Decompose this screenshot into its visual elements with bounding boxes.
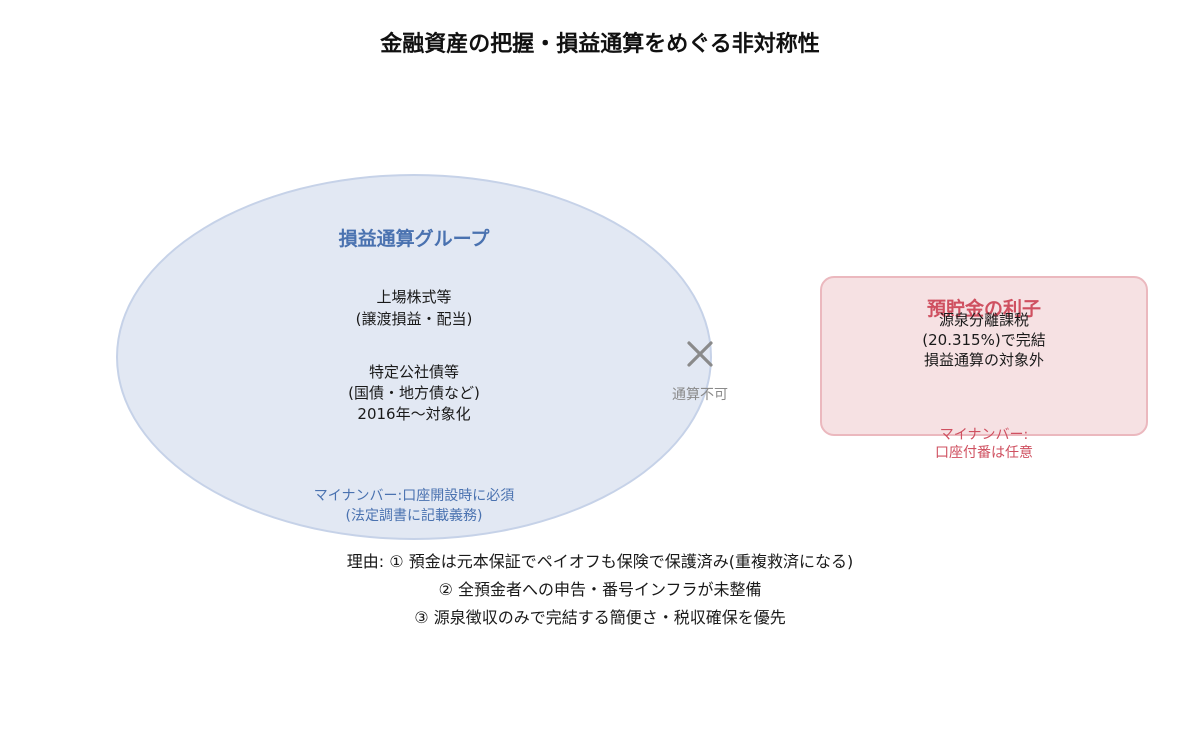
reason-line2: ② 全預金者への申告・番号インフラが未整備 (438, 580, 762, 599)
loss-offset-group-ellipse (116, 174, 712, 540)
specified-bonds-item: 特定公社債等 (国債・地方債など) 2016年〜対象化 (214, 362, 614, 425)
deposit-description: 源泉分離課税 (20.315%)で完結 損益通算の対象外 (834, 310, 1134, 370)
reasons-block: 理由: ① 預金は元本保証でペイオフも保険で保護済み(重複救済になる) ② 全預… (0, 548, 1200, 632)
specified-bonds-line3: 2016年〜対象化 (357, 405, 471, 423)
deposit-title: 預貯金の利子 (926, 298, 1041, 320)
no-offset-label: 通算不可 (672, 387, 728, 403)
cross-icon (687, 341, 713, 367)
specified-bonds-line2: (国債・地方債など) (348, 384, 480, 402)
deposit-desc-line1: 源泉分離課税 (938, 311, 1029, 329)
deposit-mynumber-line2: 口座付番は任意 (935, 445, 1033, 461)
deposit-desc-line2: (20.315%)で完結 (922, 331, 1046, 349)
reason-line3: ③ 源泉徴収のみで完結する簡便さ・税収確保を優先 (414, 608, 786, 627)
group-mynumber-line2: (法定調書に記載義務) (345, 508, 483, 524)
deposit-interest-box (820, 276, 1148, 436)
reason-line1: 理由: ① 預金は元本保証でペイオフも保険で保護済み(重複救済になる) (346, 552, 854, 571)
deposit-desc-line3: 損益通算の対象外 (923, 351, 1044, 369)
group-mynumber-line1: マイナンバー:口座開設時に必須 (313, 488, 515, 504)
group-mynumber-note: マイナンバー:口座開設時に必須 (法定調書に記載義務) (214, 486, 614, 526)
deposit-mynumber-line1: マイナンバー: (939, 427, 1029, 443)
listed-stocks-line1: 上場株式等 (376, 288, 452, 306)
diagram-title: 金融資産の把握・損益通算をめぐる非対称性 (380, 32, 820, 57)
specified-bonds-line1: 特定公社債等 (368, 363, 459, 381)
listed-stocks-item: 上場株式等 (譲渡損益・配当) (214, 286, 614, 330)
deposit-mynumber-note: マイナンバー: 口座付番は任意 (834, 426, 1134, 462)
group-title: 損益通算グループ (338, 228, 490, 250)
listed-stocks-line2: (譲渡損益・配当) (355, 310, 473, 328)
